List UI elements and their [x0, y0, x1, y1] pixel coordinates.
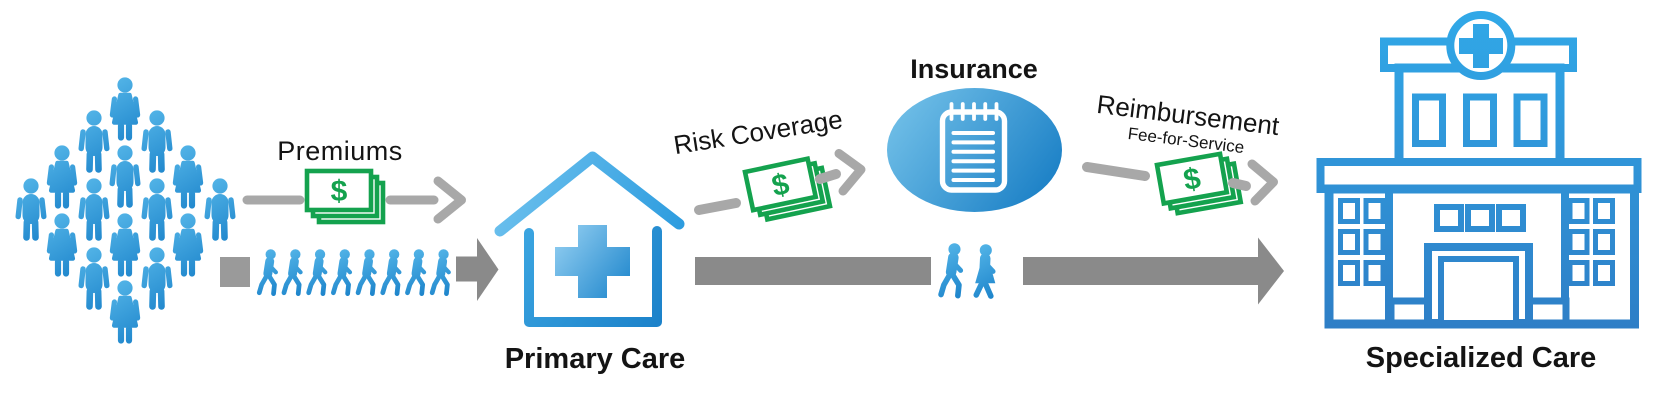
walking-people-icon — [259, 249, 449, 293]
hospital-door — [1424, 243, 1533, 327]
premiums-arrow — [242, 171, 466, 224]
notepad-lines — [951, 131, 995, 182]
house-medical-cross-icon — [494, 151, 685, 327]
medical-cross-icon — [1459, 24, 1503, 68]
medical-cross-icon — [555, 225, 630, 298]
primary-care-label: Primary Care — [504, 343, 686, 375]
arrowhead-icon — [433, 176, 466, 224]
referred-patients-icon — [941, 243, 995, 296]
people-crowd-icon — [18, 77, 233, 340]
insurance-label: Insurance — [910, 54, 1038, 84]
notepad-in-oval-icon — [887, 88, 1062, 212]
block-arrowhead-icon — [477, 238, 499, 301]
risk-coverage-arrow — [694, 149, 866, 222]
reimbursement-arrow — [1082, 152, 1278, 215]
patients-walking-arrow — [220, 238, 499, 301]
specialized-care-label: Specialized Care — [1365, 342, 1597, 374]
arrowhead-icon — [834, 149, 866, 196]
notepad-coils — [949, 102, 999, 121]
premiums-money-icon — [307, 171, 383, 222]
risk-coverage-money-icon — [745, 156, 830, 222]
hospital-building-icon — [1316, 11, 1642, 329]
arrowhead-icon — [1247, 159, 1278, 206]
block-arrowhead-icon — [1258, 237, 1284, 305]
patient-flow-arrow — [695, 237, 1284, 305]
hospital-windows — [1338, 198, 1615, 286]
premiums-label: Premiums — [277, 136, 403, 166]
